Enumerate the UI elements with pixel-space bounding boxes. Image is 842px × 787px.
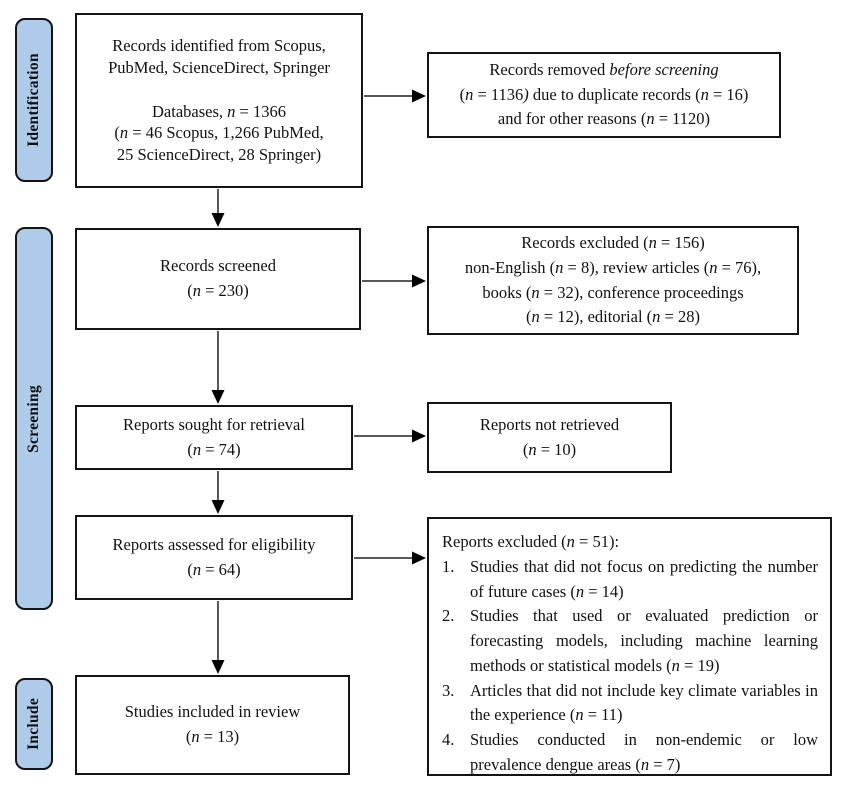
arrow-right-sought-to-not-retrieved (354, 429, 426, 443)
excluded-reason-item: 3. Articles that did not include key clim… (442, 679, 818, 729)
arrow-down-identified-to-screened (211, 189, 225, 227)
stage-tab-label: Screening (25, 384, 42, 453)
stage-tab-label: Identification (25, 53, 42, 147)
box-text: Reports assessed for eligibility(n = 64) (112, 534, 316, 579)
box-reports-assessed: Reports assessed for eligibility(n = 64) (75, 515, 353, 600)
box-text: Records excluded (n = 156)non-English (n… (464, 233, 762, 327)
box-reports-sought: Reports sought for retrieval(n = 74) (75, 405, 353, 470)
excluded-reason-item: 1. Studies that did not focus on predicti… (442, 555, 818, 605)
stage-tab-screening: Screening (15, 227, 53, 610)
item-number: 1. (442, 556, 455, 576)
item-text: Studies that used or evaluated predictio… (470, 606, 818, 675)
box-text: Reports not retrieved(n = 10) (479, 414, 620, 459)
stage-tab-include: Include (15, 678, 53, 770)
box-studies-included: Studies included in review(n = 13) (75, 675, 350, 775)
arrow-right-identified-to-removed (364, 89, 426, 103)
item-text: Studies conducted in non-endemic or low … (470, 730, 818, 774)
box-records-identified: Records identified from Scopus,PubMed, S… (75, 13, 363, 188)
box-reports-not-retrieved: Reports not retrieved(n = 10) (427, 402, 672, 473)
box-records-screened: Records screened(n = 230) (75, 228, 361, 330)
excluded-reason-item: 4. Studies conducted in non-endemic or lo… (442, 728, 818, 778)
box-heading: Reports excluded (n = 51): (442, 532, 620, 551)
item-number: 3. (442, 680, 455, 700)
item-number: 4. (442, 730, 455, 749)
box-text: Reports sought for retrieval(n = 74) (123, 414, 305, 459)
item-number: 2. (442, 606, 455, 626)
stage-tab-label: Include (25, 697, 42, 751)
stage-tab-identification: Identification (15, 18, 53, 182)
box-text: Studies included in review(n = 13) (124, 702, 301, 746)
box-text: Records identified from Scopus,PubMed, S… (108, 35, 330, 165)
arrow-down-sought-to-assessed (211, 471, 225, 514)
arrow-right-screened-to-excluded (362, 274, 426, 288)
item-text: Articles that did not include key climat… (470, 680, 818, 725)
box-records-excluded: Records excluded (n = 156)non-English (n… (427, 226, 799, 335)
excluded-reason-item: 2. Studies that used or evaluated predict… (442, 604, 818, 678)
box-text: Records screened(n = 230) (160, 256, 276, 300)
arrow-down-assessed-to-included (211, 601, 225, 674)
box-records-removed: Records removed before screening(n = 113… (427, 52, 781, 138)
item-text: Studies that did not focus on predicting… (470, 556, 818, 601)
arrow-down-screened-to-sought (211, 331, 225, 404)
box-text: Records removed before screening(n = 113… (459, 59, 749, 129)
arrow-right-assessed-to-reports-excluded (354, 551, 426, 565)
box-reports-excluded: Reports excluded (n = 51): 1. Studies tha… (427, 517, 832, 776)
